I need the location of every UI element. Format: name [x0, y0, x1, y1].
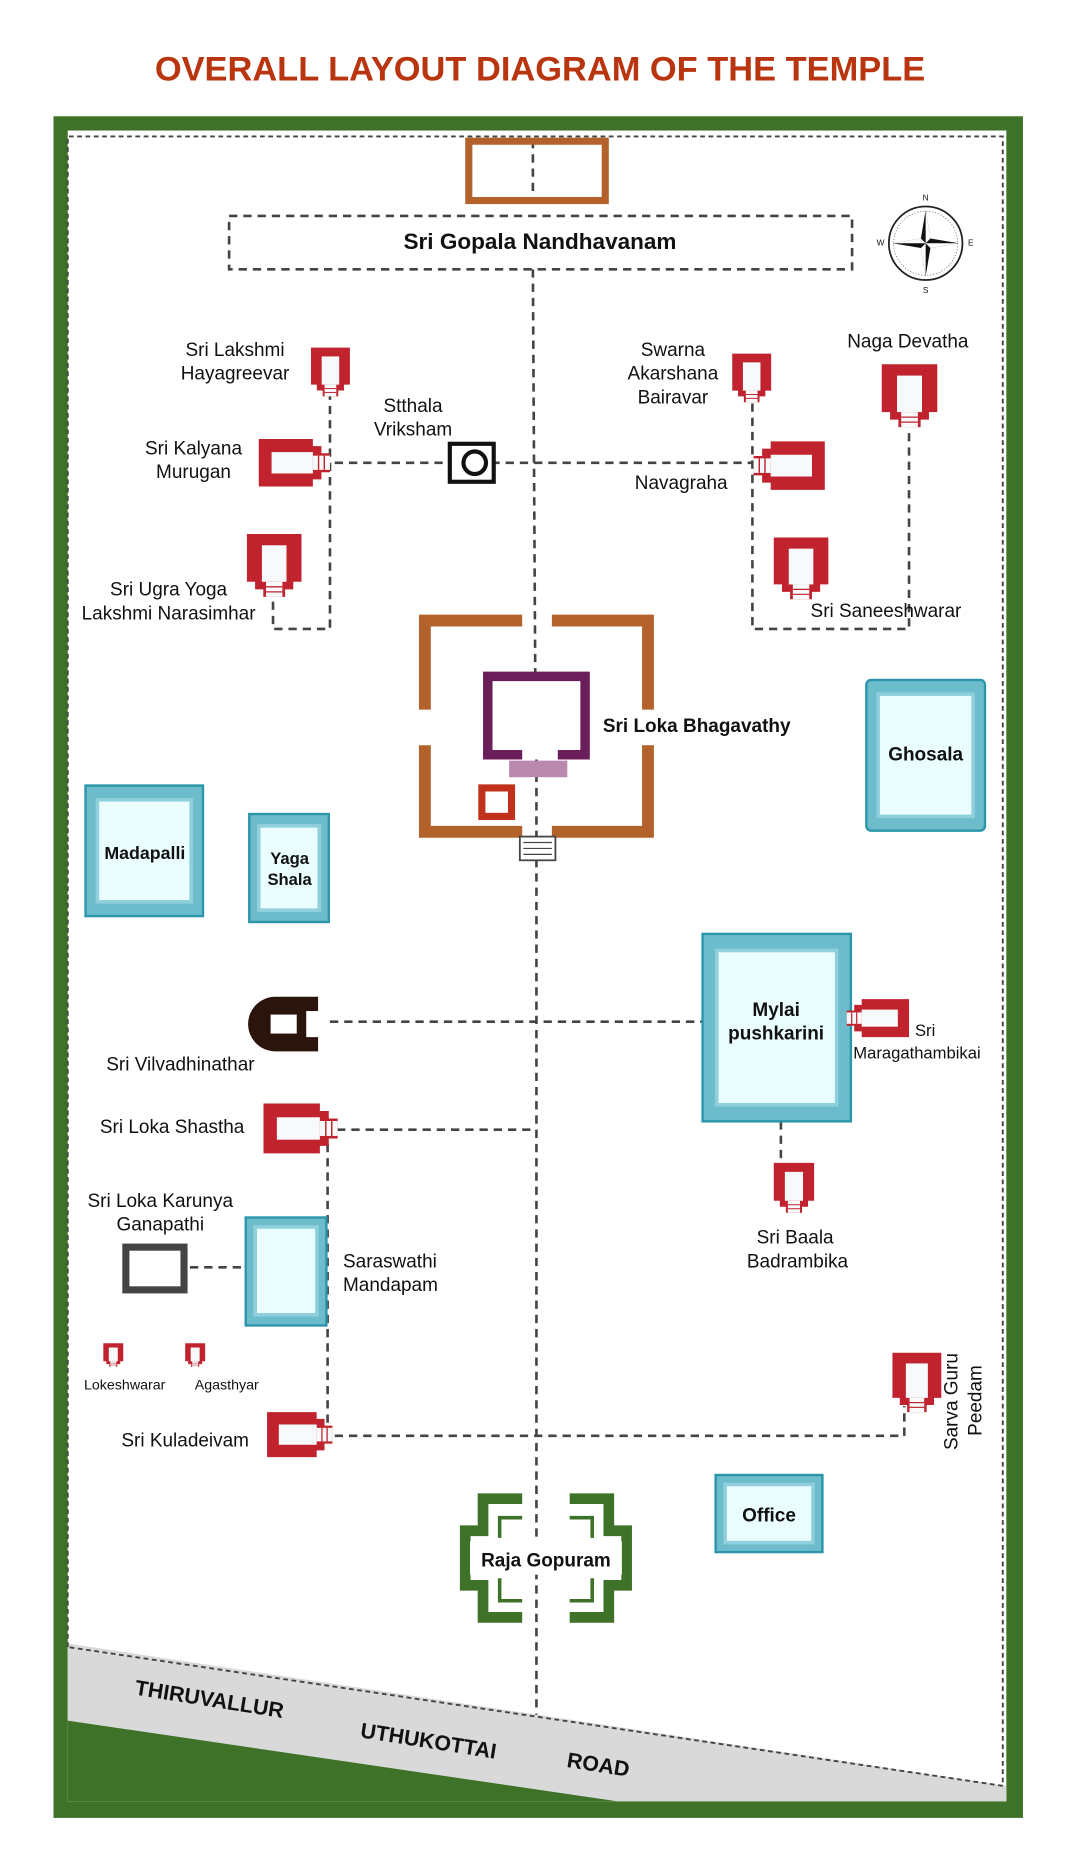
svg-text:Ghosala: Ghosala: [888, 745, 963, 766]
building-ghosala: Ghosala: [865, 678, 987, 832]
compass-west: W: [877, 238, 885, 248]
small-shrine-icon: [478, 784, 516, 820]
shrine-vilvadhinathar-icon: [248, 996, 319, 1052]
label-naga-devatha: Naga Devatha: [847, 332, 969, 353]
shrine-naga-devatha-icon: [881, 363, 938, 428]
outer-green-area: [67, 1720, 618, 1802]
steps-icon: [518, 835, 557, 862]
compass-icon: N S E W: [877, 193, 974, 296]
label-navagraha: Navagraha: [635, 473, 728, 494]
label-bhagavathy: Sri Loka Bhagavathy: [603, 716, 791, 737]
compass-south: S: [923, 285, 929, 295]
label-lokeshwarar: Lokeshwarar: [84, 1378, 166, 1394]
label-agasthyar: Agasthyar: [195, 1378, 259, 1394]
shrine-ganapathi-icon: [122, 1243, 188, 1294]
label-shastha: Sri Loka Shastha: [100, 1117, 245, 1138]
north-structure: [465, 137, 609, 205]
page-title: OVERALL LAYOUT DIAGRAM OF THE TEMPLE: [155, 51, 925, 89]
compass-east: E: [968, 238, 974, 248]
svg-text:Madapalli: Madapalli: [104, 843, 185, 863]
building-madapalli: Madapalli: [84, 784, 205, 918]
label-vilvadhinathar: Sri Vilvadhinathar: [106, 1054, 254, 1075]
svg-text:Office: Office: [742, 1505, 796, 1526]
label-kuladeivam: Sri Kuladeivam: [121, 1430, 249, 1451]
paths: [189, 140, 911, 1715]
gopala-nandhavanam-area: [227, 214, 854, 271]
compass-north: N: [923, 193, 929, 203]
label-raja-gopuram: Raja Gopuram: [481, 1550, 611, 1571]
shrine-murugan-icon: [258, 438, 331, 488]
sanctum-step: [509, 760, 568, 778]
gopala-nandhavanam-label: Sri Gopala Nandhavanam: [404, 229, 677, 254]
shrine-lokeshwarar-icon: [103, 1343, 124, 1368]
main-sanctum-enclosure: [418, 614, 654, 838]
road-area: [67, 1643, 1007, 1802]
raja-gopuram: [459, 1493, 632, 1623]
building-office: Office: [714, 1473, 824, 1554]
label-saneeshwarar: Sri Saneeshwarar: [811, 601, 962, 622]
sanctum-bhagavathy: [483, 671, 590, 760]
site-boundary: [66, 135, 1004, 1787]
